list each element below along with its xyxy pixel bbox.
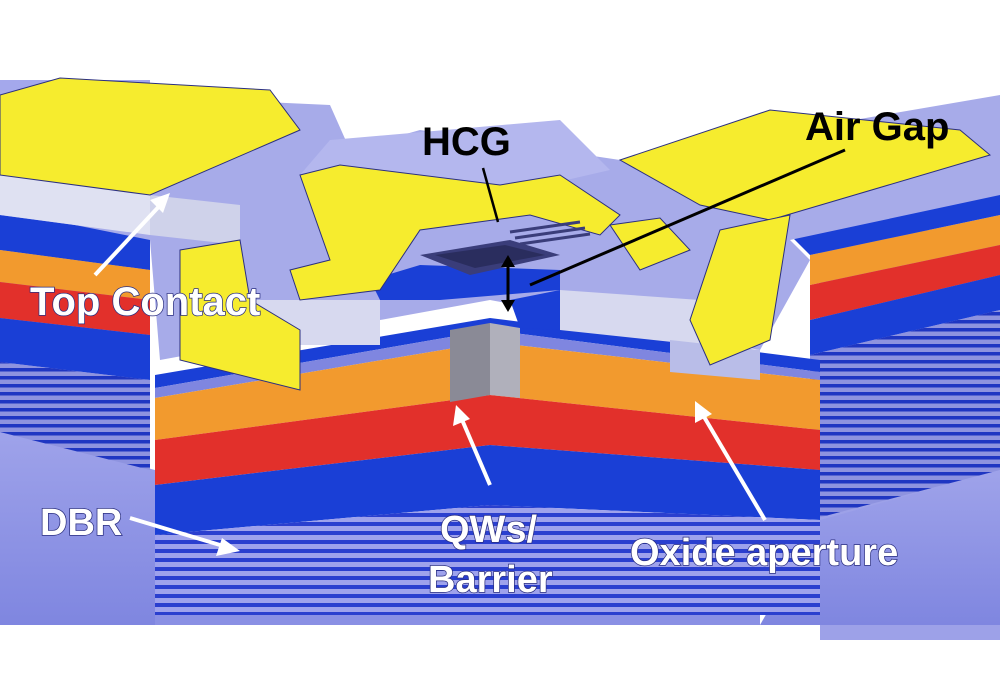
air-gap-label: Air Gap (805, 105, 949, 149)
oxide-aperture-label: Oxide aperture (630, 532, 898, 574)
dbr-label: DBR (40, 502, 122, 544)
annotation-arrows (93, 148, 846, 556)
hcg-grating (420, 220, 591, 275)
qws-arrow (458, 414, 492, 486)
air-gap-pointer-line (529, 148, 846, 287)
top-contact-arrow (93, 198, 167, 277)
dbr-arrow (129, 516, 231, 550)
right-rear-stack (790, 190, 1000, 520)
top-contact-label: Top Contact (30, 280, 260, 324)
oxide-aperture-arrow (698, 408, 767, 522)
qws-label-line2: Barrier (428, 559, 553, 601)
top-contact-metal (0, 77, 992, 391)
left-rear-stack (0, 215, 150, 470)
hcg-pointer-line (481, 167, 500, 223)
labels: HCG Air Gap Top Contact DBR QWs/ Barrier… (29, 105, 949, 602)
hcg-label: HCG (422, 120, 511, 164)
blue-cladding (370, 265, 560, 330)
qws-label-line1: QWs/ (440, 509, 538, 551)
front-mesa (155, 318, 820, 615)
